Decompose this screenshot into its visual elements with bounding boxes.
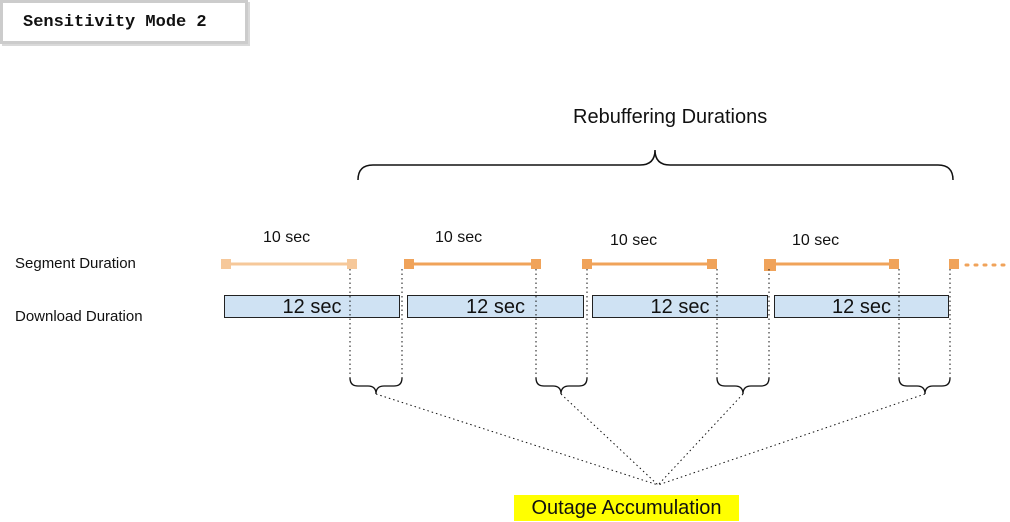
segment-label-2: 10 sec: [435, 229, 483, 246]
download-box-1: 12 sec: [224, 295, 400, 318]
download-box-4: 12 sec: [774, 295, 949, 318]
rebuffering-title: Rebuffering Durations: [573, 106, 768, 128]
segment-duration-label: Segment Duration: [15, 255, 136, 272]
segment-start-marker-3: [582, 259, 592, 269]
segment-end-marker-4: [889, 259, 899, 269]
rebuffering-brace: [357, 149, 954, 181]
download-label-2: 12 sec: [466, 296, 525, 318]
segment-label-1: 10 sec: [263, 229, 311, 246]
segment-start-marker-1: [221, 259, 231, 269]
download-box-3: 12 sec: [592, 295, 768, 318]
gap-brace-1: [349, 377, 403, 395]
outage-accumulation-label: Outage Accumulation: [514, 495, 739, 521]
segment-start-marker-2: [404, 259, 414, 269]
download-box-2: 12 sec: [407, 295, 584, 318]
vertical-guides: [349, 269, 951, 380]
mode-label: Sensitivity Mode 2: [23, 12, 207, 32]
segment-start-marker-5: [949, 259, 959, 269]
gap-brace-4: [898, 377, 951, 395]
download-label-1: 12 sec: [282, 296, 342, 318]
download-label-4: 12 sec: [832, 296, 891, 318]
segment-start-marker-4: [764, 259, 776, 271]
mode-badge: Sensitivity Mode 2: [0, 0, 248, 44]
segment-label-4: 10 sec: [792, 232, 840, 249]
gap-brace-3: [716, 377, 770, 395]
download-duration-label: Download Duration: [15, 308, 143, 325]
outage-text: Outage Accumulation: [531, 496, 722, 519]
segment-end-marker-2: [531, 259, 541, 269]
segment-end-marker-3: [707, 259, 717, 269]
segment-end-marker-1: [347, 259, 357, 269]
gap-brace-2: [535, 377, 588, 395]
download-label-3: 12 sec: [650, 296, 710, 318]
segment-label-3: 10 sec: [610, 232, 658, 249]
converging-lines: [375, 393, 926, 486]
